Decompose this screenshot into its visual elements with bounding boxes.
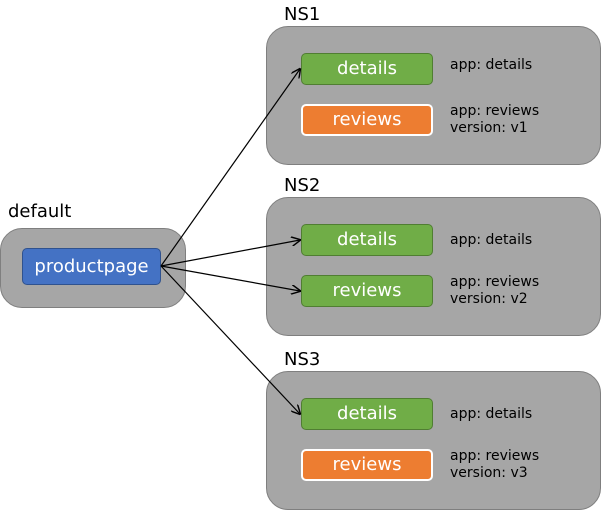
details-meta-ns3: app: details (450, 406, 533, 422)
arrow-to-details-ns1 (160, 69, 300, 267)
namespace-label-ns1: NS1 (284, 4, 321, 25)
details-pod-ns2: details (301, 224, 433, 256)
arrow-to-reviews-ns2 (160, 265, 300, 291)
arrow-to-details-ns2 (160, 240, 300, 267)
productpage-pod: productpage (22, 248, 161, 285)
reviews-pod-ns2: reviews (301, 275, 433, 307)
namespace-label-ns2: NS2 (284, 175, 321, 196)
reviews-pod-ns1: reviews (301, 104, 433, 136)
reviews-version-ns2: version: v2 (450, 291, 528, 307)
arrow-to-details-ns3 (160, 265, 300, 414)
details-pod-ns3: details (301, 398, 433, 430)
namespace-panel-ns3 (266, 371, 601, 510)
details-meta-ns1: app: details (450, 57, 533, 73)
namespace-panel-ns2 (266, 197, 601, 336)
details-pod-ns1: details (301, 53, 433, 85)
reviews-version-ns3: version: v3 (450, 465, 528, 481)
reviews-version-ns1: version: v1 (450, 120, 528, 136)
reviews-app-ns3: app: reviews (450, 448, 540, 464)
namespace-label-default: default (8, 201, 72, 222)
details-meta-ns2: app: details (450, 232, 533, 248)
namespace-panel-ns1 (266, 26, 601, 165)
namespace-label-ns3: NS3 (284, 349, 321, 370)
reviews-pod-ns3: reviews (301, 449, 433, 481)
reviews-app-ns2: app: reviews (450, 274, 540, 290)
reviews-app-ns1: app: reviews (450, 103, 540, 119)
